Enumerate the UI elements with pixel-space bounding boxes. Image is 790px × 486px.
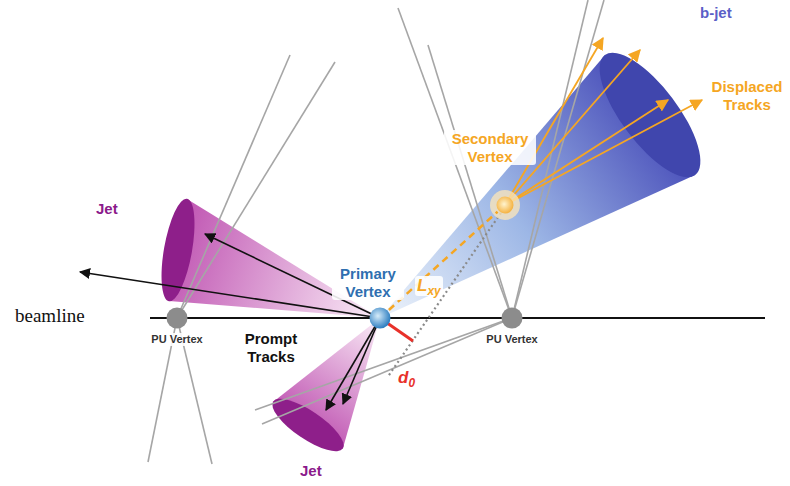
vertex-label: Secondary Vertex xyxy=(444,130,536,165)
text-part: d xyxy=(398,368,408,387)
displaced-track xyxy=(505,50,640,205)
vertex-dot xyxy=(167,308,188,329)
vertex-dot xyxy=(502,308,523,329)
track-label: Prompt Tracks xyxy=(240,330,302,365)
cone-base xyxy=(583,38,718,191)
vertex-label: PU Vertex xyxy=(151,333,203,346)
vertex-label: Primary Vertex xyxy=(332,265,404,300)
prompt-track xyxy=(326,318,380,410)
vertex-shape xyxy=(501,307,523,329)
displaced-tracks xyxy=(505,38,702,205)
vertex-shape xyxy=(496,196,514,214)
edge-label: Lxy xyxy=(415,276,443,296)
pileup-track xyxy=(262,318,512,424)
vertex-dot xyxy=(497,197,514,214)
cone-base xyxy=(265,390,350,460)
pileup-vertex: PU Vertex xyxy=(501,307,523,329)
b-jet-cone xyxy=(380,38,717,318)
vertex-shape xyxy=(166,307,188,329)
prompt-track xyxy=(343,318,380,404)
track-label: Displaced Tracks xyxy=(710,78,784,113)
secondary-vertex: Secondary Vertex xyxy=(496,196,514,214)
text-subscript: xy xyxy=(427,284,440,298)
track-extrapolation xyxy=(389,207,505,375)
flight-distance-line xyxy=(389,212,498,310)
cone-body xyxy=(169,199,380,318)
primary-vertex: Primary Vertex xyxy=(369,307,391,329)
vertex-dot xyxy=(370,308,391,329)
vertex-label: PU Vertex xyxy=(486,333,538,346)
text-part: L xyxy=(417,276,427,295)
beamline xyxy=(150,317,765,319)
jet-label: b-jet xyxy=(700,4,732,22)
vertex-glow xyxy=(490,190,520,220)
pileup-track xyxy=(177,55,290,318)
jet-label: Jet xyxy=(96,200,118,218)
pileup-vertex: PU Vertex xyxy=(166,307,188,329)
text-subscript: 0 xyxy=(408,376,415,390)
axis-label: beamline xyxy=(15,305,85,327)
pileup-tracks xyxy=(148,0,604,464)
displaced-track xyxy=(505,38,603,205)
jet-label: Jet xyxy=(300,462,322,480)
pileup-track xyxy=(177,62,335,318)
impact-parameter-label: d0 xyxy=(396,368,417,388)
vertex-shape xyxy=(369,307,391,329)
prompt-tracks xyxy=(80,234,380,410)
